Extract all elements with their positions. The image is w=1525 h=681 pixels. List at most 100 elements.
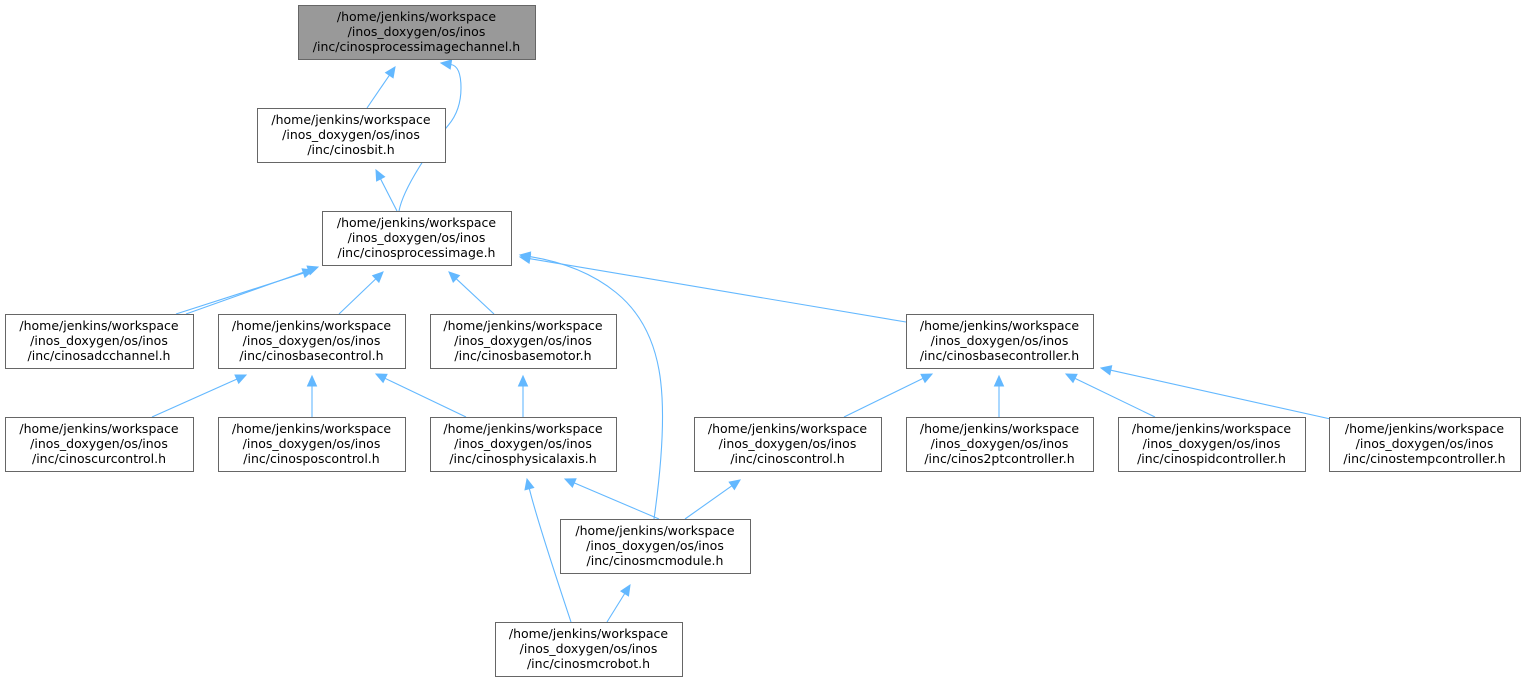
node-label-line: /home/jenkins/workspace — [708, 421, 868, 436]
node-label-line: /inc/cinosphysicalaxis.h — [449, 451, 596, 466]
node-control[interactable]: /home/jenkins/workspace/inos_doxygen/os/… — [694, 417, 882, 472]
node-processimagechannel[interactable]: /home/jenkins/workspace/inos_doxygen/os/… — [298, 5, 536, 60]
edge-mcmodule-to-processimage — [518, 251, 664, 520]
node-mcrobot[interactable]: /home/jenkins/workspace/inos_doxygen/os/… — [495, 622, 683, 677]
node-label-line: /inc/cinosprocessimagechannel.h — [313, 39, 520, 54]
edges-layer — [151, 59, 1345, 623]
node-label-line: /home/jenkins/workspace — [337, 9, 497, 24]
node-physicalaxis[interactable]: /home/jenkins/workspace/inos_doxygen/os/… — [430, 417, 617, 472]
arrowhead-icon — [384, 66, 396, 79]
node-pidcontroller[interactable]: /home/jenkins/workspace/inos_doxygen/os/… — [1118, 417, 1306, 472]
node-label-line: /home/jenkins/workspace — [19, 318, 179, 333]
edge-mcrobot-to-physicalaxis — [563, 478, 660, 520]
edge-basecontrol-to-processimage — [338, 271, 384, 315]
node-label-line: /inc/cinosbit.h — [307, 142, 394, 157]
node-label-line: /inos_doxygen/os/inos — [586, 538, 724, 553]
node-box — [906, 314, 1094, 369]
node-label-line: /home/jenkins/workspace — [337, 215, 497, 230]
node-poscontrol[interactable]: /home/jenkins/workspace/inos_doxygen/os/… — [218, 417, 406, 472]
arrowhead-icon — [517, 374, 529, 387]
arrowhead-icon — [439, 59, 453, 70]
arrowhead-icon — [1064, 373, 1078, 384]
node-basecontroller[interactable]: /home/jenkins/workspace/inos_doxygen/os/… — [906, 314, 1094, 369]
edge-line — [573, 482, 660, 520]
arrowhead-icon — [375, 168, 386, 182]
arrowhead-icon — [448, 271, 461, 284]
node-label-line: /inos_doxygen/os/inos — [931, 333, 1069, 348]
node-label-line: /inc/cinosbasecontroller.h — [920, 348, 1079, 363]
node-label-line: /home/jenkins/workspace — [19, 421, 179, 436]
edge-pidcontroller-to-basecontroller — [1064, 373, 1156, 418]
node-processimage[interactable]: /home/jenkins/workspace/inos_doxygen/os/… — [322, 211, 512, 266]
edge-line — [1074, 377, 1156, 418]
node-basecontrol[interactable]: /home/jenkins/workspace/inos_doxygen/os/… — [218, 314, 406, 369]
node-label-line: /inos_doxygen/os/inos — [243, 333, 381, 348]
node-label-line: /inc/cinostempcontroller.h — [1343, 451, 1505, 466]
edge-curcontrol-to-basecontrol — [151, 374, 248, 418]
node-label-line: /inc/cinoscontrol.h — [730, 451, 844, 466]
node-tempcontroller[interactable]: /home/jenkins/workspace/inos_doxygen/os/… — [1329, 417, 1521, 472]
arrowhead-icon — [524, 477, 535, 491]
node-label-line: /inos_doxygen/os/inos — [520, 641, 658, 656]
edge-line — [151, 378, 238, 418]
node-label-line: /home/jenkins/workspace — [443, 318, 603, 333]
edge-processimage-to-bit — [375, 168, 398, 212]
edge-line — [843, 377, 924, 418]
arrowhead-icon — [374, 373, 388, 384]
edge-line — [455, 278, 495, 315]
arrowhead-icon — [619, 583, 631, 597]
node-adcchannel[interactable]: /home/jenkins/workspace/inos_doxygen/os/… — [5, 314, 194, 369]
node-label-line: /inos_doxygen/os/inos — [1143, 436, 1281, 451]
edge-tempcontroller-to-basecontroller — [1099, 365, 1345, 423]
node-label-line: /inos_doxygen/os/inos — [30, 333, 168, 348]
edge-mcrobot-to-mcmodule — [606, 583, 631, 623]
node-label-line: /inc/cinospidcontroller.h — [1137, 451, 1286, 466]
node-label-line: /inc/cinosmcmodule.h — [587, 553, 724, 568]
node-curcontrol[interactable]: /home/jenkins/workspace/inos_doxygen/os/… — [5, 417, 194, 472]
node-label-line: /inc/cinos2ptcontroller.h — [924, 451, 1074, 466]
edge-processimage-to-processimagechannel — [398, 59, 462, 212]
edge-line — [529, 258, 907, 323]
node-box — [322, 211, 512, 266]
edge-2ptcontroller-to-basecontroller — [993, 374, 1005, 417]
node-label-line: /home/jenkins/workspace — [232, 421, 392, 436]
arrowhead-icon — [306, 374, 318, 387]
edge-control-to-basecontroller — [843, 373, 934, 418]
node-label-line: /inos_doxygen/os/inos — [348, 230, 486, 245]
edge-line — [529, 256, 664, 520]
node-label-line: /home/jenkins/workspace — [920, 421, 1080, 436]
node-label-line: /home/jenkins/workspace — [575, 523, 735, 538]
edge-line — [338, 278, 377, 315]
node-box — [906, 417, 1094, 472]
root-node-box — [298, 5, 536, 60]
edge-basecontroller-to-processimage — [518, 253, 907, 323]
node-label-line: /inc/cinosbasecontrol.h — [239, 348, 383, 363]
node-box — [430, 417, 617, 472]
node-2ptcontroller[interactable]: /home/jenkins/workspace/inos_doxygen/os/… — [906, 417, 1094, 472]
edge-poscontrol-to-basecontrol — [306, 374, 318, 417]
node-bit[interactable]: /home/jenkins/workspace/inos_doxygen/os/… — [257, 108, 446, 163]
node-label-line: /inc/cinosposcontrol.h — [243, 451, 379, 466]
edge-line — [398, 63, 462, 212]
node-label-line: /inos_doxygen/os/inos — [243, 436, 381, 451]
edge-line — [366, 74, 390, 109]
node-box — [218, 417, 406, 472]
edge-physicalaxis-to-basecontrol — [374, 373, 467, 418]
edge-physicalaxis-to-basemotor — [517, 374, 529, 417]
node-label-line: /inc/cinosprocessimage.h — [338, 245, 496, 260]
node-label-line: /inc/cinosbasemotor.h — [454, 348, 591, 363]
edge-line — [1110, 369, 1345, 423]
arrowhead-icon — [371, 271, 384, 284]
edge-line — [606, 593, 626, 623]
arrowhead-icon — [920, 373, 934, 384]
node-basemotor[interactable]: /home/jenkins/workspace/inos_doxygen/os/… — [430, 314, 617, 369]
node-label-line: /inos_doxygen/os/inos — [454, 436, 592, 451]
node-box — [560, 519, 751, 574]
node-mcmodule[interactable]: /home/jenkins/workspace/inos_doxygen/os/… — [560, 519, 751, 574]
node-label-line: /home/jenkins/workspace — [920, 318, 1080, 333]
node-box — [5, 314, 194, 369]
node-label-line: /inos_doxygen/os/inos — [30, 436, 168, 451]
node-label-line: /home/jenkins/workspace — [271, 112, 431, 127]
node-label-line: /home/jenkins/workspace — [1345, 421, 1505, 436]
